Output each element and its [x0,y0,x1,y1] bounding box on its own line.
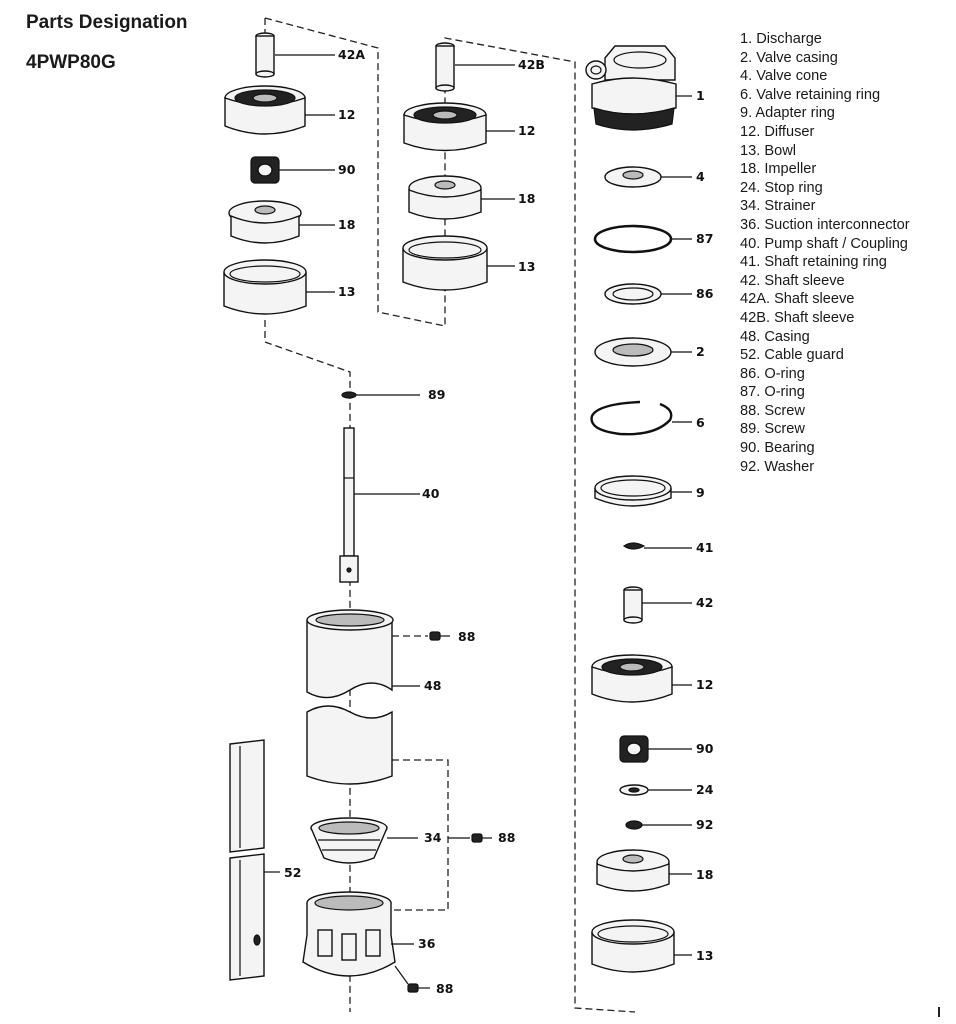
part-88-screw-a [429,631,450,641]
legend-item: 87. O-ring [740,384,805,401]
part-42a-shaft-sleeve [255,32,275,78]
legend-item: 13. Bowl [740,142,796,159]
part-34-strainer [310,817,388,864]
callout-18c: 18 [696,867,713,882]
legend-item: 90. Bearing [740,440,815,457]
callout-41: 41 [696,540,713,555]
callout-12c: 12 [696,677,713,692]
part-12-diffuser-b [403,102,487,152]
callout-40: 40 [422,486,440,501]
callout-88c: 88 [436,981,453,996]
legend-item: 36. Suction interconnector [740,216,910,233]
part-4-valve-cone [604,166,662,188]
part-41-shaft-retaining-ring [622,542,646,550]
callout-92: 92 [696,817,713,832]
part-13-bowl-a [223,259,307,315]
part-18-impeller-a [228,200,302,244]
callout-4: 4 [696,169,705,184]
legend-item: 42A. Shaft sleeve [740,291,855,308]
part-2-valve-casing [594,337,672,367]
legend-item: 88. Screw [740,402,805,419]
callout-88a: 88 [458,629,475,644]
callout-1: 1 [696,88,705,103]
callout-18a: 18 [338,217,355,232]
legend-item: 9. Adapter ring [740,105,835,122]
callout-13c: 13 [696,948,713,963]
part-90-bearing-a [250,156,280,184]
part-88-screw-c [407,983,430,993]
part-40-pump-shaft [339,427,359,583]
assembly-guide-lines [264,17,636,1013]
legend-item: 42. Shaft sleeve [740,272,845,289]
callout-2: 2 [696,344,705,359]
callout-90b: 90 [696,741,714,756]
part-89-screw [341,391,357,399]
legend-item: 86. O-ring [740,365,805,382]
part-13-bowl-c [591,919,675,973]
part-92-washer [625,820,643,830]
part-88-screw-b [471,833,492,843]
callout-42: 42 [696,595,713,610]
callout-18b: 18 [518,191,535,206]
part-90-bearing-b [619,735,649,763]
model-name: 4PWP80G [26,52,116,73]
legend-item: 92. Washer [740,458,815,475]
legend-item: 2. Valve casing [740,49,838,66]
callout-13b: 13 [518,259,535,274]
callout-88b: 88 [498,830,515,845]
callout-13a: 13 [338,284,355,299]
edge-mark [938,1007,940,1017]
part-13-bowl-b [402,235,488,291]
part-36-suction-interconnector [302,891,396,977]
legend-item: 6. Valve retaining ring [740,86,881,103]
part-1-discharge [585,45,677,131]
part-6-valve-retaining-ring [590,400,673,436]
callout-87: 87 [696,231,713,246]
legend-item: 41. Shaft retaining ring [740,254,887,271]
legend-item: 40. Pump shaft / Coupling [740,235,908,252]
part-48-casing [306,609,394,785]
callout-90a: 90 [338,162,356,177]
legend-item: 52. Cable guard [740,347,844,364]
callout-9: 9 [696,485,705,500]
legend-item: 1. Discharge [740,31,822,47]
parts-legend: 1. Discharge 2. Valve casing 4. Valve co… [740,30,910,476]
part-52-cable-guard [229,739,265,981]
part-9-adapter-ring [594,475,672,507]
callout-24: 24 [696,782,714,797]
callout-12b: 12 [518,123,535,138]
callout-6: 6 [696,415,705,430]
callout-89: 89 [428,387,445,402]
callout-42a: 42A [338,47,365,62]
part-87-o-ring [593,224,673,254]
legend-item: 12. Diffuser [740,123,815,140]
part-18-impeller-b [408,175,482,220]
legend-item: 18. Impeller [740,161,817,178]
callout-48: 48 [424,678,441,693]
callout-42b: 42B [518,57,545,72]
callout-52: 52 [284,865,301,880]
part-12-diffuser-c [591,654,673,703]
part-86-o-ring [604,283,662,305]
part-42-shaft-sleeve [623,586,643,624]
leader-line [394,965,409,985]
part-12-diffuser-a [224,85,306,135]
callout-12a: 12 [338,107,355,122]
part-42b-shaft-sleeve [435,42,455,92]
legend-item: 89. Screw [740,421,805,438]
legend-item: 42B. Shaft sleeve [740,309,855,326]
part-18-impeller-c [596,849,670,892]
legend-item: 24. Stop ring [740,179,823,196]
legend-item: 34. Strainer [740,198,816,215]
part-24-stop-ring [619,784,649,796]
callout-86: 86 [696,286,714,301]
legend-item: 48. Casing [740,328,810,345]
callout-36: 36 [418,936,436,951]
callout-34: 34 [424,830,442,845]
legend-item: 4. Valve cone [740,68,828,85]
page-title: Parts Designation [26,12,188,33]
